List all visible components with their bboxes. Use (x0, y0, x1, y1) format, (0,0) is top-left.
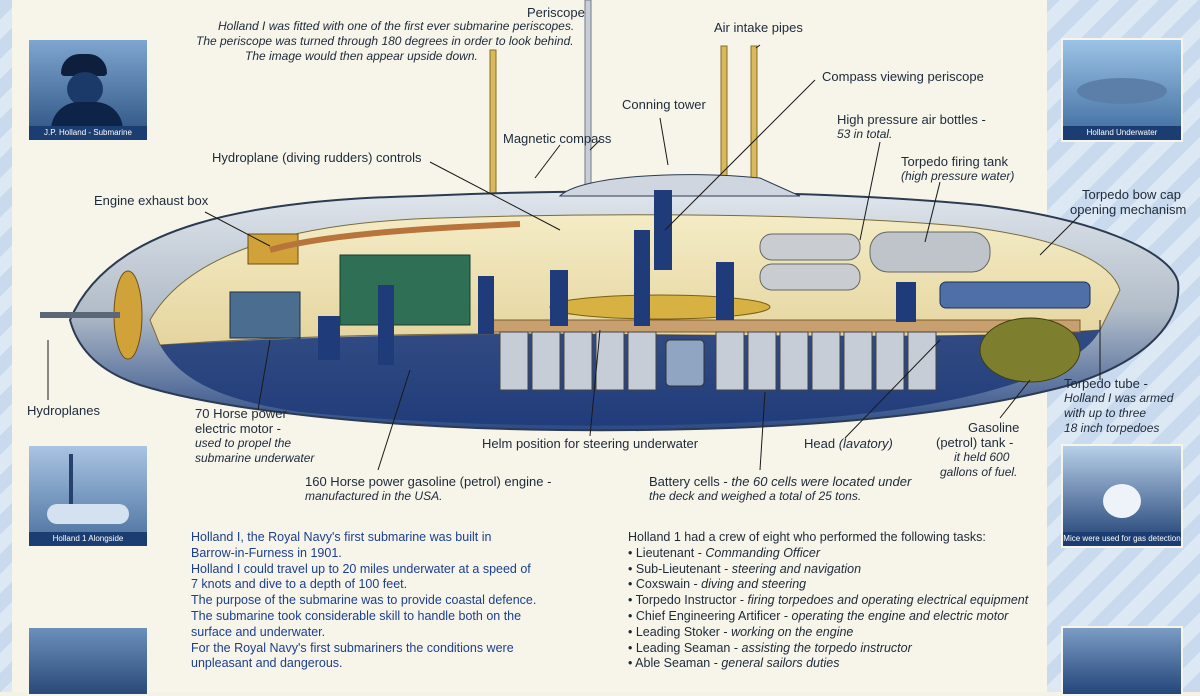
label-torpedo-firing-desc: (high pressure water) (901, 169, 1015, 183)
label-compass-periscope: Compass viewing periscope (822, 69, 984, 84)
propeller (40, 270, 143, 360)
crew-intro: Holland 1 had a crew of eight who perfor… (628, 530, 986, 544)
photo-mice-gas-detection: Mice were used for gas detection (1061, 444, 1183, 548)
gasoline-tank (979, 317, 1081, 383)
label-conning-tower: Conning tower (622, 97, 706, 112)
label-hydroplane-controls: Hydroplane (diving rudders) controls (212, 150, 422, 165)
label-torpedo-firing-title: Torpedo firing tank (901, 154, 1008, 169)
crew-role: Torpedo Instructor - firing torpedoes an… (628, 593, 1038, 609)
label-periscope-title: Periscope (527, 5, 585, 20)
label-motor-title-2: electric motor - (195, 421, 281, 436)
photo-caption: Holland 1 Alongside (29, 532, 147, 546)
torpedo (549, 294, 771, 320)
crew-role: Leading Stoker - working on the engine (628, 625, 1038, 641)
label-torpedo-bow-2: opening mechanism (1070, 202, 1187, 217)
torpedo-tube (939, 281, 1091, 309)
label-engine-desc: manufactured in the USA. (305, 489, 443, 503)
label-motor-title-1: 70 Horse power (195, 406, 287, 421)
label-engine-title: 160 Horse power gasoline (petrol) engine… (305, 474, 552, 489)
label-torpedo-tube-desc-2: with up to three (1064, 406, 1147, 420)
crew-list: Holland 1 had a crew of eight who perfor… (628, 530, 1038, 672)
head-lavatory (665, 339, 705, 387)
label-periscope-desc-1: Holland I was fitted with one of the fir… (218, 19, 575, 33)
air-intake-pipe-right (750, 45, 758, 195)
label-gasoline-desc-1: it held 600 (954, 450, 1010, 464)
label-motor-desc-1: used to propel the (195, 436, 292, 450)
label-periscope-desc-2: The periscope was turned through 180 deg… (196, 34, 574, 48)
crew-role: Chief Engineering Artificer - operating … (628, 609, 1038, 625)
photo-caption: Mice were used for gas detection (1063, 532, 1181, 546)
crew-figures (318, 190, 916, 365)
label-torpedo-bow-1: Torpedo bow cap (1082, 187, 1182, 202)
crew-role: Leading Seaman - assisting the torpedo i… (628, 641, 1038, 657)
photo-caption: Holland Underwater (1063, 126, 1181, 140)
periscope-mast (584, 0, 592, 191)
air-bottles (759, 231, 991, 291)
label-gasoline-desc-2: gallons of fuel. (940, 465, 1018, 479)
air-intake-pipe-left (720, 45, 728, 195)
conning-tower (558, 174, 801, 197)
label-battery-line-1: Battery cells - the 60 cells were locate… (649, 474, 912, 489)
gasoline-engine (339, 254, 471, 326)
label-gasoline-title-1: Gasoline (968, 420, 1020, 435)
summary-text: Holland I, the Royal Navy's first submar… (191, 530, 537, 671)
label-gasoline-title-2: (petrol) tank - (936, 435, 1014, 450)
label-high-pressure-title: High pressure air bottles - (837, 112, 986, 127)
crew-role: Lieutenant - Commanding Officer (628, 546, 1038, 562)
label-air-intake: Air intake pipes (714, 20, 803, 35)
crew-role: Sub-Lieutenant - steering and navigation (628, 562, 1038, 578)
label-torpedo-tube-desc-3: 18 inch torpedoes (1064, 421, 1160, 435)
label-motor-desc-2: submarine underwater (195, 451, 315, 465)
leader-lines (47, 44, 1101, 471)
photo-holland-alongside: Holland 1 Alongside (27, 444, 149, 548)
label-magnetic-compass: Magnetic compass (503, 131, 612, 146)
exhaust-pipe (269, 221, 521, 253)
label-torpedo-tube-desc-1: Holland I was armed (1064, 391, 1174, 405)
label-torpedo-tube-title: Torpedo tube - (1064, 376, 1148, 391)
label-helm: Helm position for steering underwater (482, 436, 699, 451)
electric-motor (229, 291, 301, 339)
crew-role: Able Seaman - general sailors duties (628, 656, 1038, 672)
label-battery-line-2: the deck and weighed a total of 25 tons. (649, 489, 862, 503)
crew-role: Coxswain - diving and steering (628, 577, 1038, 593)
battery-cells (499, 331, 937, 391)
photo-caption: J.P. Holland - Submarine Designer (29, 126, 147, 140)
label-head: Head (lavatory) (804, 436, 893, 451)
label-engine-exhaust: Engine exhaust box (94, 193, 209, 208)
photo-holland-underwater: Holland Underwater (1061, 38, 1183, 142)
label-periscope-desc-3: The image would then appear upside down. (245, 49, 478, 63)
photo-jp-holland: J.P. Holland - Submarine Designer (27, 38, 149, 142)
label-high-pressure-desc: 53 in total. (837, 127, 893, 141)
label-hydroplanes: Hydroplanes (27, 403, 100, 418)
photo-crew-partial (27, 626, 149, 696)
exhaust-mast (489, 49, 497, 201)
